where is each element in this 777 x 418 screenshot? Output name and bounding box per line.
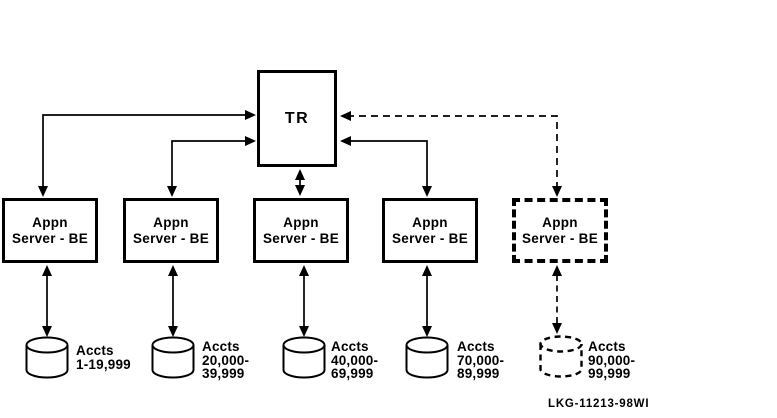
- connector-server1-router: [38, 110, 256, 197]
- app-server-label-line2: Server - BE: [521, 230, 599, 246]
- app-server-label-line2: Server - BE: [391, 230, 469, 246]
- database-cylinder-icon-2: [151, 336, 195, 379]
- app-server-label-line1: Appn: [542, 214, 578, 230]
- database-cylinder-icon-4: [405, 336, 449, 379]
- db-label-line: 1-19,999: [76, 356, 131, 372]
- db-label-line: 70,000-: [457, 352, 505, 368]
- connector-server1-db1: [42, 265, 52, 337]
- connector-server3-router: [295, 169, 305, 196]
- db-label-line: Accts: [457, 339, 495, 354]
- connector-server4-router: [340, 136, 432, 197]
- connector-server4-db4: [422, 265, 432, 337]
- transaction-router-node: TR: [257, 70, 337, 167]
- accts-db-label-2: Accts 20,000- 39,999: [202, 340, 249, 381]
- db-label-line: Accts: [331, 339, 369, 354]
- transaction-router-label: TR: [284, 109, 310, 127]
- connector-server2-db2: [168, 265, 178, 337]
- db-label-line: 90,000-: [588, 352, 636, 368]
- app-server-node-1: Appn Server - BE: [2, 198, 98, 263]
- db-label-line: Accts: [588, 339, 626, 354]
- app-server-node-3: Appn Server - BE: [253, 198, 349, 263]
- db-label-line: 89,999: [457, 366, 500, 381]
- accts-db-label-3: Accts 40,000- 69,999: [331, 340, 378, 381]
- database-cylinder-icon-1: [25, 336, 69, 379]
- app-server-label-line1: Appn: [283, 214, 319, 230]
- connector-server3-db3: [299, 265, 309, 337]
- connector-server5-db5: [552, 265, 562, 334]
- app-server-label-line2: Server - BE: [132, 230, 210, 246]
- database-cylinder-icon-5: [539, 335, 583, 378]
- accts-db-label-5: Accts 90,000- 99,999: [588, 340, 635, 381]
- db-label-line: Accts: [76, 343, 114, 358]
- db-label-line: 39,999: [202, 366, 245, 381]
- app-server-label-line1: Appn: [32, 214, 68, 230]
- db-label-line: 99,999: [588, 366, 631, 381]
- db-label-line: Accts: [202, 339, 240, 354]
- app-server-label-line1: Appn: [153, 214, 189, 230]
- accts-db-label-1: Accts 1-19,999: [76, 344, 131, 371]
- connector-server5-router: [340, 111, 562, 197]
- db-label-line: 40,000-: [331, 352, 379, 368]
- db-label-line: 20,000-: [202, 352, 250, 368]
- connector-server2-router: [167, 136, 256, 197]
- app-server-label-line2: Server - BE: [262, 230, 340, 246]
- app-server-node-2: Appn Server - BE: [123, 198, 219, 263]
- db-label-line: 69,999: [331, 366, 374, 381]
- database-cylinder-icon-3: [282, 336, 326, 379]
- figure-number: LKG-11213-98WI: [548, 398, 650, 410]
- app-server-node-5-planned: Appn Server - BE: [512, 198, 608, 263]
- app-server-label-line1: Appn: [412, 214, 448, 230]
- accts-db-label-4: Accts 70,000- 89,999: [457, 340, 504, 381]
- app-server-label-line2: Server - BE: [11, 230, 89, 246]
- app-server-node-4: Appn Server - BE: [382, 198, 478, 263]
